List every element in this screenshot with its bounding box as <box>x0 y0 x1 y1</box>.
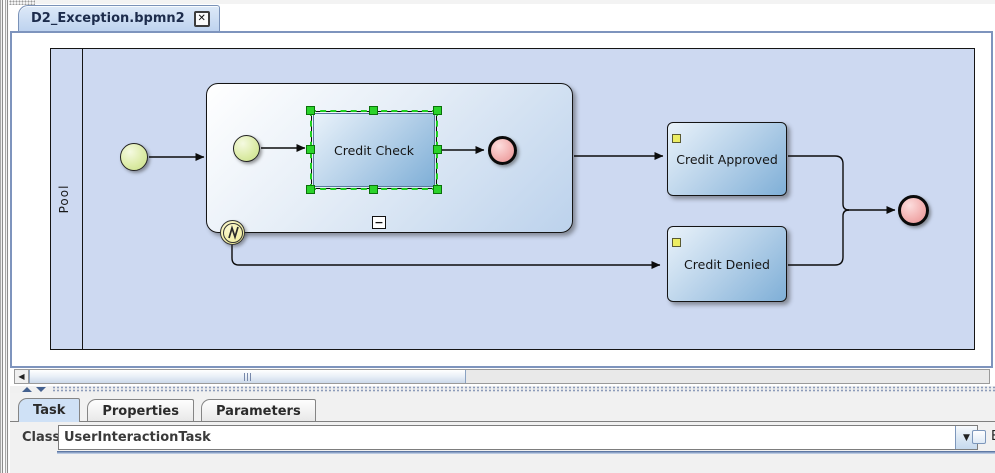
left-splitter-strip[interactable] <box>0 0 9 473</box>
exception-checkbox[interactable] <box>972 430 986 444</box>
task-credit-denied[interactable]: Credit Denied <box>667 226 787 302</box>
tab-parameters[interactable]: Parameters <box>201 399 316 422</box>
selection-handle[interactable] <box>306 185 315 194</box>
subprocess-collapse-button[interactable]: − <box>372 216 386 229</box>
start-event-outer[interactable] <box>120 143 148 171</box>
scrollbar-thumb[interactable] <box>29 370 466 383</box>
pool-label-strip[interactable]: Pool <box>51 49 83 349</box>
selection-frame <box>306 106 442 194</box>
task-tab-content: Class ▼ Ex <box>10 421 995 473</box>
scroll-left-icon: ◀ <box>18 372 25 381</box>
exception-checkbox-label: Ex <box>991 429 995 444</box>
tab-label: Task <box>33 403 66 418</box>
scrollbar-track[interactable] <box>466 370 989 383</box>
splitter-collapse-down-icon[interactable] <box>36 387 46 392</box>
combo-dropdown-button[interactable]: ▼ <box>955 426 977 449</box>
tab-task[interactable]: Task <box>18 398 81 422</box>
task-credit-approved[interactable]: Credit Approved <box>667 122 787 196</box>
close-icon[interactable]: ✕ <box>193 10 210 27</box>
document-tab-title: D2_Exception.bpmn2 <box>31 11 185 26</box>
properties-tab-bar: Task Properties Parameters <box>18 398 323 422</box>
boundary-error-event[interactable] <box>220 220 245 245</box>
horizontal-scrollbar[interactable]: ◀ <box>14 369 990 384</box>
selection-handle[interactable] <box>306 145 315 154</box>
splitter-grip-dots[interactable] <box>52 386 995 392</box>
top-grip-dots <box>9 0 35 5</box>
task-type-icon <box>672 134 681 143</box>
task-type-icon <box>672 238 681 247</box>
class-input[interactable] <box>59 426 955 449</box>
pool-label: Pool <box>57 184 71 214</box>
task-label: Credit Check <box>333 142 415 158</box>
top-edge <box>9 0 995 4</box>
end-event-final[interactable] <box>898 195 929 226</box>
error-zigzag-icon <box>228 225 239 240</box>
scroll-left-button[interactable]: ◀ <box>15 370 29 383</box>
tab-label: Properties <box>102 403 179 419</box>
selection-handle[interactable] <box>433 145 442 154</box>
selection-handle[interactable] <box>306 106 315 115</box>
tab-label: Parameters <box>216 403 301 419</box>
boundary-event-inner-ring <box>222 222 243 243</box>
end-event-subprocess[interactable] <box>488 136 517 165</box>
splitter-collapse-up-icon[interactable] <box>22 387 32 392</box>
start-event-inner[interactable] <box>233 135 260 162</box>
task-label: Credit Approved <box>676 151 778 167</box>
selection-handle[interactable] <box>369 106 378 115</box>
selection-handle[interactable] <box>433 185 442 194</box>
chevron-down-icon: ▼ <box>963 432 970 443</box>
panel-splitter[interactable] <box>10 386 995 393</box>
properties-panel: Task Properties Parameters Class ▼ Ex <box>10 393 995 473</box>
minus-icon: − <box>374 216 384 229</box>
class-field-label: Class <box>22 430 61 445</box>
task-label: Credit Denied <box>684 256 770 272</box>
document-tab[interactable]: D2_Exception.bpmn2 ✕ <box>18 5 220 31</box>
class-combo-box[interactable]: ▼ <box>58 425 978 450</box>
row-divider <box>57 451 995 454</box>
selection-handle[interactable] <box>369 185 378 194</box>
tab-properties[interactable]: Properties <box>87 399 194 422</box>
selection-handle[interactable] <box>433 106 442 115</box>
